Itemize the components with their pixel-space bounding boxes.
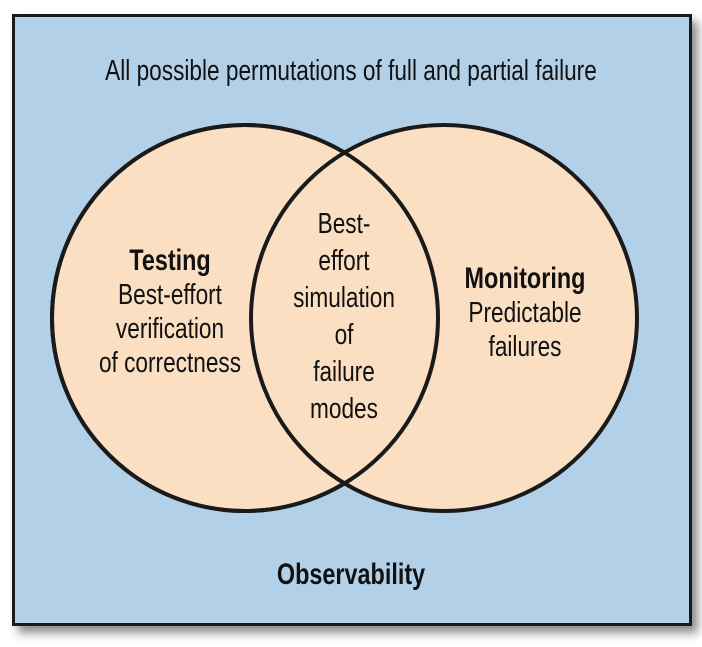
testing-line: of correctness xyxy=(98,347,242,379)
overlap-line: modes xyxy=(310,393,378,425)
monitoring-circle xyxy=(249,123,639,513)
overlap-line: simulation xyxy=(293,282,395,314)
observability-label: Observability xyxy=(276,558,426,591)
overlap-line: Best- xyxy=(317,208,371,240)
monitoring-line: failures xyxy=(488,331,562,363)
overlap-line: failure xyxy=(313,356,375,388)
overlap-line: of xyxy=(334,319,354,351)
overlap-region: Best- effort simulation of failure modes xyxy=(275,206,414,428)
testing-line: Best-effort xyxy=(118,279,222,311)
testing-region: Testing Best-effort verification of corr… xyxy=(76,244,263,380)
monitoring-line: Predictable xyxy=(468,297,582,329)
caption: All possible permutations of full and pa… xyxy=(105,55,597,87)
testing-circle-edge xyxy=(50,123,440,513)
monitoring-region: Monitoring Predictable failures xyxy=(428,262,623,364)
monitoring-title: Monitoring xyxy=(464,262,586,295)
testing-line: verification xyxy=(115,313,225,345)
overlap-line: effort xyxy=(318,245,370,277)
testing-title: Testing xyxy=(129,244,211,277)
